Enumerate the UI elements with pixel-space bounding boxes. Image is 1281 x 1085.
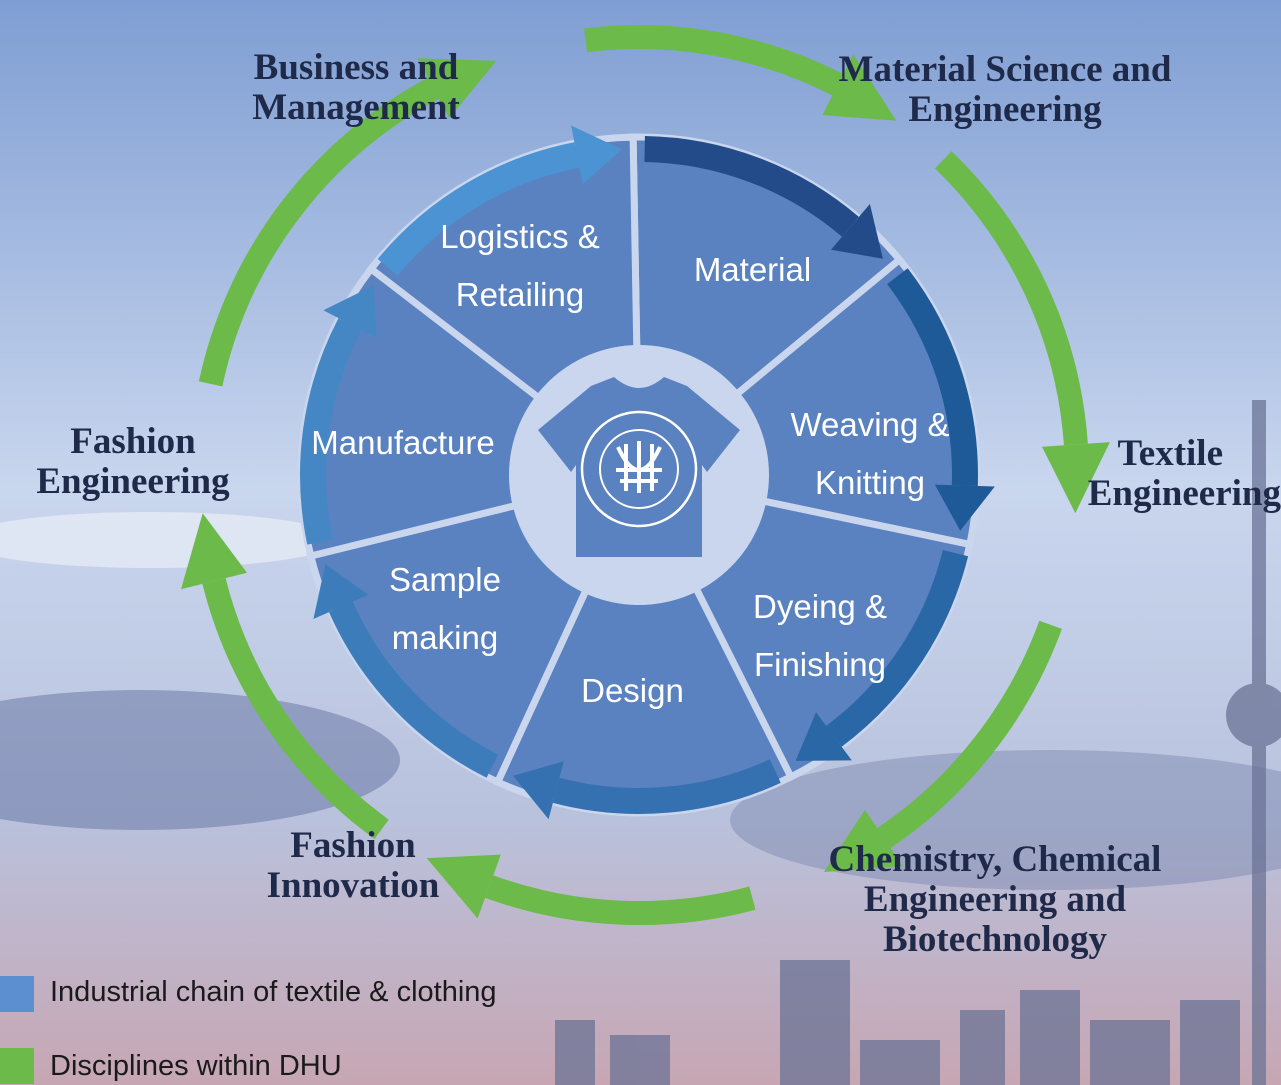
segment-logistics-retailing: Logistics & Retailing [410, 208, 630, 324]
segment-label-line: Knitting [814, 464, 926, 501]
chain-arrow [329, 601, 499, 778]
discipline-material-science: Material Science and Engineering [790, 50, 1220, 130]
chain-arrow-head [934, 484, 995, 531]
discipline-label-line: Biotechnology [882, 919, 1108, 960]
discipline-arrow-head [822, 54, 897, 121]
segment-label-line: Material [693, 251, 812, 288]
discipline-arrow-head [417, 58, 497, 119]
discipline-label-line: Business and [253, 47, 459, 88]
discipline-label-line: Engineering and [863, 879, 1127, 920]
chain-arrow [826, 549, 969, 747]
segment-label-line: Dyeing & [753, 588, 887, 625]
segment-label-line: Retailing [455, 276, 585, 313]
chain-arrow-head [513, 761, 564, 820]
discipline-fashion-innovation: Fashion Innovation [228, 826, 478, 906]
discipline-label-line: Textile [1117, 433, 1223, 474]
segment-sample-making: Sample making [350, 551, 540, 667]
discipline-label-line: Fashion [290, 825, 416, 866]
chain-arrow [644, 136, 859, 237]
cloud [0, 512, 340, 568]
discipline-textile-engineering: Textile Engineering [1031, 434, 1281, 514]
cloud [0, 690, 400, 830]
discipline-label-line: Management [252, 87, 460, 128]
discipline-arrow [934, 151, 1088, 446]
chain-arrows [300, 125, 995, 820]
discipline-label-line: Engineering [36, 461, 230, 502]
discipline-arrows [181, 25, 1110, 926]
discipline-arrow [877, 620, 1062, 849]
segment-label-line: Manufacture [311, 424, 495, 461]
discipline-arrow [202, 578, 389, 840]
chain-arrow-head [795, 712, 852, 761]
discipline-arrow-head [426, 854, 501, 919]
segment-design: Design [540, 662, 725, 720]
discipline-arrow [584, 25, 844, 96]
segment-weaving-knitting: Weaving & Knitting [765, 396, 975, 512]
discipline-arrow-head [181, 513, 247, 590]
legend-label-disciplines: Disciplines within DHU [50, 1050, 342, 1082]
chain-arrow [887, 268, 978, 487]
segment-label-line: Logistics & [440, 218, 600, 255]
chain-arrow [552, 759, 781, 814]
segment-label-line: Finishing [753, 646, 887, 683]
legend-swatch-chain [0, 976, 34, 1012]
discipline-arrow [198, 77, 440, 387]
segment-label-line: Design [581, 672, 684, 709]
segment-manufacture: Manufacture [293, 414, 513, 472]
discipline-label-line: Fashion [70, 421, 196, 462]
discipline-label-line: Engineering [908, 89, 1102, 130]
discipline-chemistry-biotechnology: Chemistry, Chemical Engineering and Biot… [780, 840, 1210, 960]
university-seal-icon [580, 410, 698, 528]
chain-arrow [377, 142, 580, 276]
segment-label-line: making [391, 619, 499, 656]
discipline-label-line: Innovation [266, 865, 440, 906]
discipline-fashion-engineering: Fashion Engineering [8, 422, 258, 502]
segment-dyeing-finishing: Dyeing & Finishing [705, 578, 935, 694]
discipline-arrow [485, 875, 756, 926]
chain-arrow-head [571, 125, 622, 185]
discipline-arrow-head [1042, 442, 1110, 514]
legend-swatch-disciplines [0, 1048, 34, 1084]
discipline-label-line: Engineering [1087, 473, 1281, 514]
discipline-business-management: Business and Management [216, 48, 496, 128]
legend-label-chain: Industrial chain of textile & clothing [50, 976, 497, 1008]
city-skyline [555, 400, 1281, 1085]
chain-arrow [300, 318, 362, 545]
segment-label-line: Weaving & [790, 406, 950, 443]
chain-arrow-head [831, 204, 883, 259]
segment-material: Material [650, 241, 855, 299]
discipline-label-line: Material Science and [838, 49, 1172, 90]
segment-label-line: Sample [389, 561, 501, 598]
chain-arrow-head [313, 564, 369, 619]
chain-arrow-head [323, 285, 377, 338]
discipline-arrow-head [824, 809, 903, 872]
discipline-label-line: Chemistry, Chemical [828, 839, 1162, 880]
